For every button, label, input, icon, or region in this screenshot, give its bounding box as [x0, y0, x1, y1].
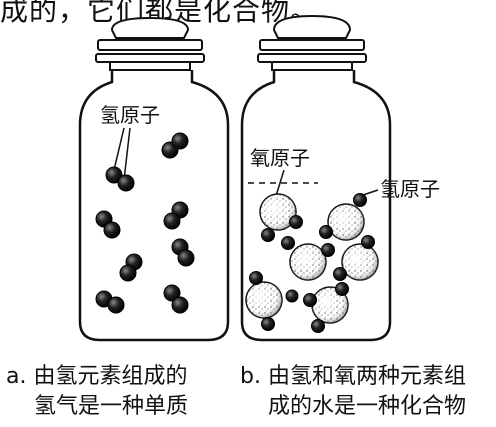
jar-b-body: [240, 70, 392, 342]
jar-b-stopper: [257, 14, 367, 71]
jar-b: 氧原子 氢原子: [240, 14, 440, 342]
h2-molecule: [95, 290, 125, 314]
h2-molecule: [119, 253, 143, 282]
jar-a-caption-line1: a. 由氢元素组成的: [6, 364, 188, 389]
h2-molecule: [105, 166, 135, 192]
h2-molecule: [161, 132, 189, 159]
h2-molecule: [95, 210, 121, 239]
jar-b-caption-line2: 成的水是一种化合物: [268, 394, 467, 419]
h2-molecule: [171, 238, 195, 267]
h2-molecule: [163, 284, 189, 314]
jar-a-caption-line2: 氢气是一种单质: [34, 394, 189, 419]
h2o-molecule: [281, 236, 335, 281]
free-hydrogen-atom: [285, 289, 299, 303]
h2o-molecule: [319, 193, 367, 241]
jar-b-hydrogen-label: 氢原子: [380, 177, 440, 201]
jar-a-stopper: [95, 16, 205, 71]
jar-a: 氢原子: [78, 16, 230, 342]
jars-illustration: 氢原子 氧原子 氢原子: [78, 14, 440, 342]
free-hydrogen-atom: [311, 319, 325, 333]
jar-b-caption-line1: b. 由氢和氧两种元素组: [240, 364, 466, 389]
h2o-molecule: [333, 235, 379, 281]
h2o-molecule: [259, 193, 303, 242]
jar-b-oxygen-label: 氧原子: [250, 146, 310, 170]
jar-a-body: [78, 70, 230, 342]
h2o-molecule: [303, 282, 349, 324]
h2-molecule: [163, 201, 189, 230]
jar-b-water-molecules: [245, 193, 379, 333]
h2o-molecule: [245, 271, 283, 331]
jar-a-h2-molecules: [95, 132, 195, 314]
jar-a-hydrogen-label: 氢原子: [100, 103, 160, 127]
